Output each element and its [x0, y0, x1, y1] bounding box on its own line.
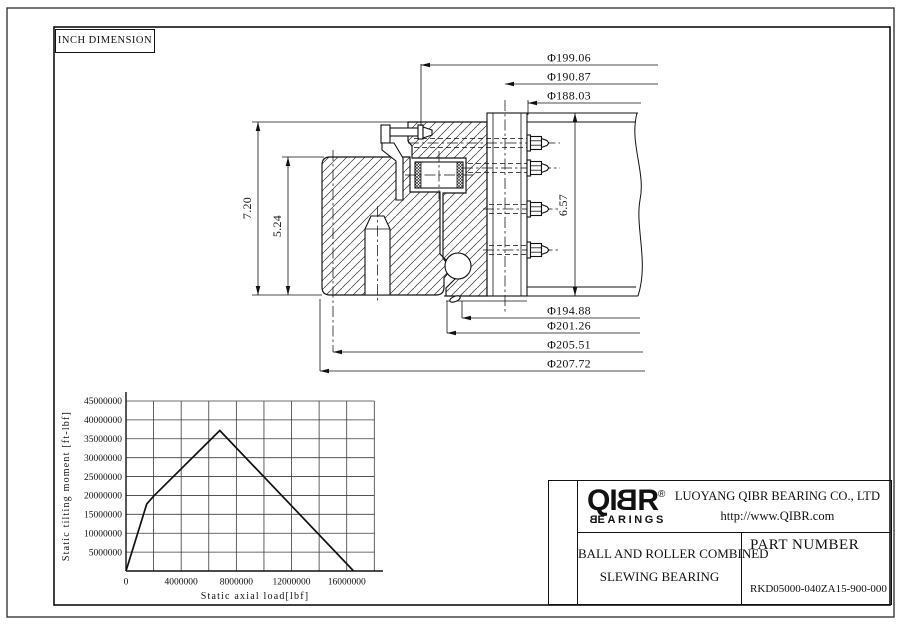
y-tick-label: 45000000 [84, 397, 122, 407]
dim-label: Φ190.87 [547, 70, 591, 84]
x-tick-label: 12000000 [273, 578, 311, 588]
flange-bolt [483, 241, 560, 259]
chart-x-axis-title: Static axial load[lbf] [201, 591, 310, 602]
sheet-borders [6, 7, 895, 618]
x-tick-label: 16000000 [328, 578, 366, 588]
dim-top: Φ199.06 Φ190.87 Φ188.03 [420, 51, 658, 126]
cross-roller [405, 151, 473, 199]
y-tick-label: 20000000 [84, 492, 122, 502]
x-tick-label: 0 [124, 578, 129, 588]
company-website[interactable]: http://www.QIBR.com [720, 509, 835, 523]
y-tick-label: 30000000 [84, 454, 122, 464]
capacity-curve [125, 429, 355, 572]
dimension-annotations: Φ199.06 Φ190.87 Φ188.03 Φ194.88 Φ201.26 … [240, 51, 658, 374]
units-stamp: INCH DIMENSION [55, 29, 155, 53]
company-logo: QIBR® BEARINGS [578, 484, 666, 526]
product-line2: SLEWING BEARING [599, 569, 720, 584]
logo-row: QIBR® BEARINGS LUOYANG QIBR BEARING CO.,… [578, 481, 891, 533]
y-tick-label: 15000000 [84, 511, 122, 521]
x-tick-label: 8000000 [220, 578, 254, 588]
y-tick-label: 40000000 [84, 416, 122, 426]
y-tick-label: 25000000 [84, 473, 122, 483]
logo-subtext: BEARINGS [587, 513, 666, 526]
logo-text: QIBR [587, 483, 659, 517]
flange-bolt [462, 159, 560, 177]
dim-label: Φ194.88 [547, 304, 591, 318]
dim-label: Φ199.06 [547, 51, 591, 65]
title-block: QIBR® BEARINGS LUOYANG QIBR BEARING CO.,… [548, 480, 892, 605]
dim-label: Φ188.03 [547, 89, 591, 103]
ball [444, 252, 472, 280]
flange-bolts [408, 134, 560, 259]
locking-pin [364, 206, 391, 302]
flange-bolt [483, 200, 560, 218]
dim-label: 6.57 [556, 194, 570, 216]
dim-label: 7.20 [240, 197, 254, 219]
outer-ring [407, 121, 488, 297]
company-name: LUOYANG QIBR BEARING CO., LTD [674, 489, 880, 503]
break-line [634, 112, 643, 297]
grease-nipple-tip [422, 126, 433, 139]
dim-left: 7.20 5.24 [240, 121, 408, 296]
dim-label: Φ205.51 [547, 338, 591, 352]
dim-label: 5.24 [270, 215, 284, 237]
registered-mark-icon: ® [658, 488, 666, 500]
dim-label: Φ201.26 [547, 319, 591, 333]
product-title-cell: BALL AND ROLLER COMBINED SLEWING BEARING [578, 532, 769, 604]
bearing-section [321, 100, 643, 352]
y-tick-label: 10000000 [84, 529, 122, 539]
load-chart: 0 4000000 8000000 12000000 16000000 5000000 10… [61, 392, 383, 602]
chart-y-axis-title: Static tilting moment [ft-lbf] [61, 411, 72, 561]
part-number-cell: PART NUMBER RKD05000-040ZA15-900-000 [742, 532, 891, 604]
mounting-bracket [381, 142, 404, 201]
seal [449, 295, 461, 303]
y-tick-label: 5000000 [89, 548, 123, 558]
grease-fitting [380, 124, 433, 201]
part-number-label: PART NUMBER [750, 537, 860, 553]
x-tick-label: 4000000 [165, 578, 199, 588]
part-number-value: RKD05000-040ZA15-900-000 [750, 583, 887, 595]
title-block-divider [577, 481, 578, 604]
flange-bolt [408, 134, 560, 152]
dim-label: Φ207.72 [547, 357, 591, 371]
dim-right: 6.57 [530, 112, 584, 296]
product-line1: BALL AND ROLLER COMBINED [578, 546, 769, 561]
dim-bottom: Φ194.88 Φ201.26 Φ205.51 Φ207.72 [319, 299, 645, 374]
y-tick-label: 35000000 [84, 435, 122, 445]
